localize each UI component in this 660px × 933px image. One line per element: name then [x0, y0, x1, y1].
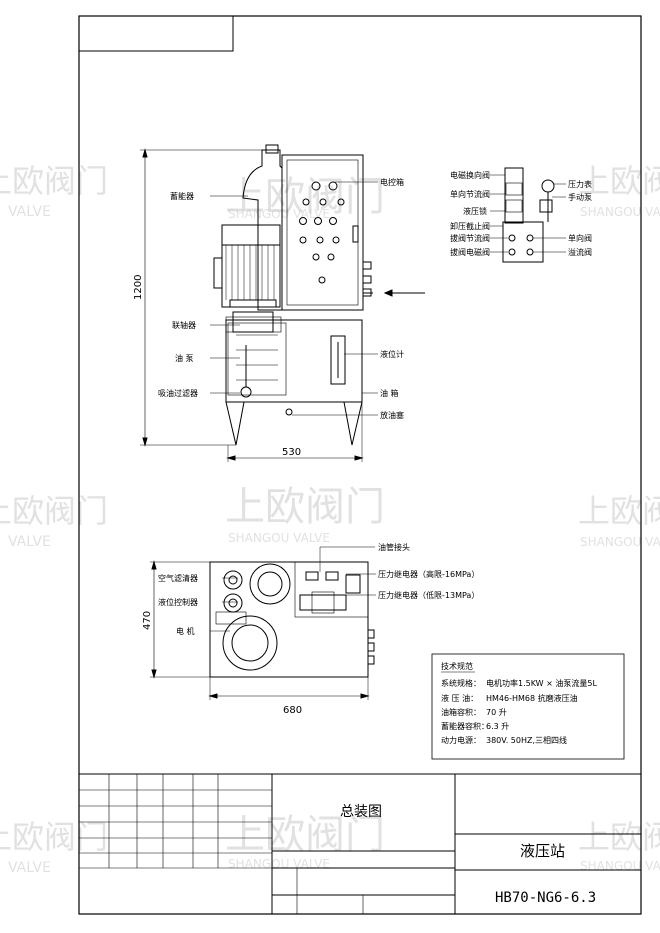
- label-hand-pump: 手动泵: [568, 192, 592, 202]
- valve-block-labels: 电磁换向阀 单向节流阀 液压锁 卸压截止阀 拔阀节流阀 拔阀电磁阀 压力表 手动…: [450, 170, 592, 257]
- plan-view-labels: 空气滤清器 液位控制器 电 机 油管接头 压力继电器（高限-16MPa） 压力继…: [142, 542, 479, 716]
- watermark-cn: 上欧阀门: [225, 812, 385, 858]
- label-oil-tank: 油 箱: [380, 388, 399, 398]
- watermark-en-short: VALVE: [8, 860, 51, 876]
- spec-value-tank-volume: 70 升: [486, 708, 507, 717]
- watermark-cn: 上欧阀门: [578, 818, 660, 856]
- label-check-valve: 单向阀: [568, 233, 592, 243]
- spec-value-power-supply: 380V. 50HZ,三相四线: [486, 735, 567, 745]
- sheet-border: [78, 15, 642, 915]
- spec-key-oil: 液 压 油：: [441, 693, 478, 703]
- label-motor: 电 机: [176, 626, 195, 636]
- watermark-cn: 上欧阀门: [0, 492, 108, 530]
- label-accumulator: 蓄能器: [170, 191, 194, 201]
- title-block-text: 总装图 液压站 HB70-NG6-6.3: [340, 804, 596, 906]
- spec-key-tank-volume: 油箱容积：: [441, 707, 481, 717]
- label-pressure-gauge: 压力表: [568, 179, 592, 189]
- label-hydraulic-lock: 液压锁: [463, 206, 487, 216]
- front-view: [140, 144, 425, 462]
- tech-spec-box: 技术规范 系统规格： 电机功率1.5KW × 油泵流量5L 液 压 油： HM4…: [431, 653, 625, 760]
- label-air-filter: 空气滤清器: [158, 573, 198, 583]
- corner-box: [78, 15, 234, 52]
- label-pull-throttle-valve: 拔阀节流阀: [450, 233, 490, 243]
- dim-width-530: 530: [282, 447, 301, 458]
- label-pressure-relay-high: 压力继电器（高限-16MPa）: [378, 569, 479, 579]
- level-gauge: [330, 335, 346, 385]
- tank-top-outline: [209, 561, 369, 678]
- watermark-en: SHANGOU VALVE: [580, 535, 660, 549]
- label-level-gauge: 液位计: [380, 349, 404, 359]
- coupling: [232, 311, 274, 333]
- dim-height-470: 470: [142, 611, 153, 630]
- tank-legs: [225, 401, 363, 446]
- air-filter: [223, 570, 243, 590]
- watermark-cn: 上欧阀门: [225, 484, 385, 530]
- product-name: 液压站: [520, 842, 565, 860]
- watermark-en-short: VALVE: [8, 534, 51, 550]
- watermark-en: SHANGOU VALVE: [228, 531, 330, 545]
- watermark-en: SHANGOU VALVE: [580, 205, 660, 219]
- title-block: [79, 773, 641, 914]
- fan-cover: [249, 563, 291, 605]
- valve-block: [490, 167, 566, 263]
- label-pressure-relay-low: 压力继电器（低限-13MPa）: [378, 590, 479, 600]
- watermark-cn: 上欧阀门: [0, 818, 108, 856]
- label-control-box: 电控箱: [380, 177, 404, 187]
- tech-spec-title: 技术规范: [441, 661, 473, 671]
- label-drain-plug: 放油塞: [380, 410, 404, 420]
- front-view-labels: 蓄能器 联轴器 油 泵 吸油过滤器 电控箱 液位计 油 箱 放油塞 1200 5…: [133, 177, 404, 458]
- motor: [221, 224, 281, 308]
- watermark-layer: 上欧阀门 SHANGOU VALVE 上欧阀门 SHANGOU VALVE 上欧…: [0, 162, 660, 876]
- label-overflow-valve: 溢流阀: [568, 247, 592, 257]
- plan-view: [150, 546, 376, 700]
- watermark-cn: 上欧阀门: [578, 162, 660, 200]
- level-controller: [223, 593, 243, 613]
- watermark-en: SHANGOU VALVE: [228, 857, 330, 871]
- watermark-cn: 上欧阀门: [578, 492, 660, 530]
- dim-height-1200: 1200: [133, 275, 144, 300]
- spec-key-power-supply: 动力电源：: [441, 735, 481, 745]
- label-oil-pump: 油 泵: [175, 353, 194, 363]
- watermark-cn: 上欧阀门: [0, 162, 108, 200]
- dim-width-680: 680: [283, 705, 302, 716]
- oil-tank: [225, 319, 363, 403]
- label-level-controller: 液位控制器: [158, 597, 198, 607]
- label-pipe-joint: 油管接头: [378, 542, 410, 552]
- spec-value-accumulator-volume: 6.3 升: [486, 722, 509, 731]
- watermark-en: SHANGOU VALVE: [580, 859, 660, 873]
- watermark-cn: 上欧阀门: [225, 174, 385, 220]
- label-pull-solenoid-valve: 拔阀电磁阀: [450, 247, 490, 257]
- label-one-way-throttle-valve: 单向节流阀: [450, 189, 490, 199]
- label-coupling: 联轴器: [172, 320, 196, 330]
- accumulator: [242, 149, 283, 311]
- label-solenoid-directional-valve: 电磁换向阀: [450, 170, 490, 180]
- spec-value-system: 电机功率1.5KW × 油泵流量5L: [486, 678, 597, 688]
- watermark-en-short: VALVE: [8, 204, 51, 220]
- drawing-name: 总装图: [340, 804, 382, 820]
- drawing-number: HB70-NG6-6.3: [495, 890, 596, 906]
- spec-value-oil: HM46-HM68 抗磨液压油: [486, 693, 578, 703]
- label-pressure-relief-stop-valve: 卸压截止阀: [450, 221, 490, 231]
- spec-key-system: 系统规格：: [441, 678, 481, 688]
- motor-top: [222, 615, 278, 671]
- label-suction-filter: 吸油过滤器: [158, 388, 198, 398]
- spec-key-accumulator-volume: 蓄能器容积：: [441, 721, 489, 731]
